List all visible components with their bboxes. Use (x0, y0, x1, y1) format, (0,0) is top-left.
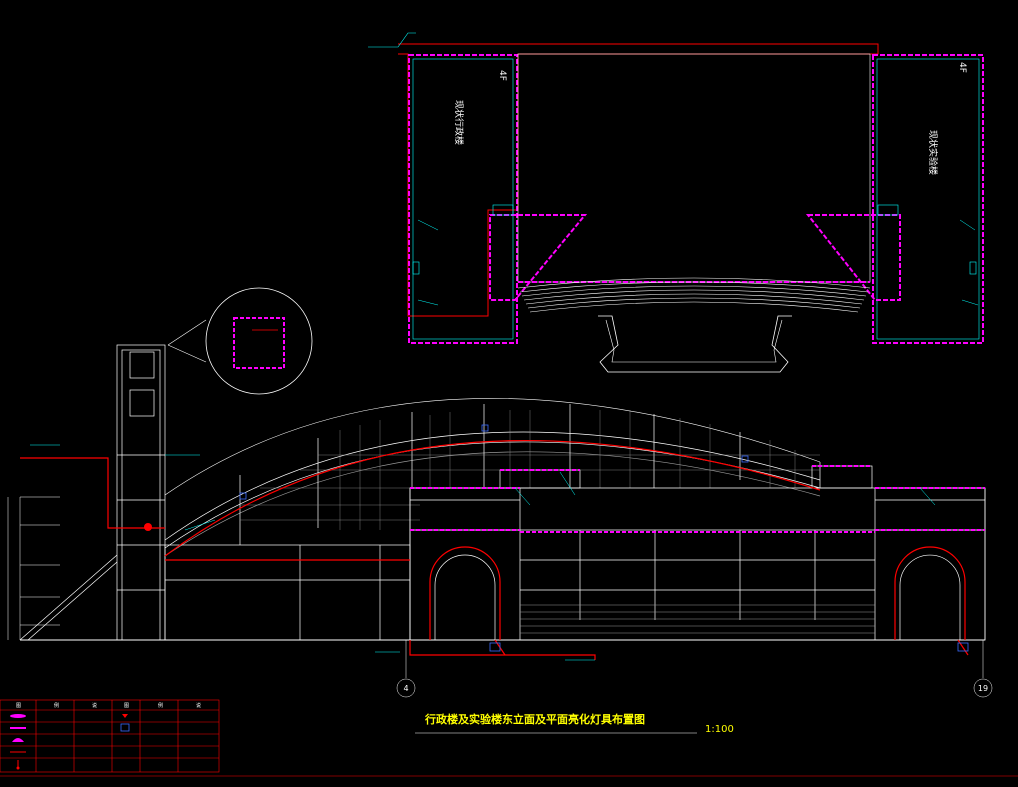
left-building-wall (408, 54, 518, 344)
red-lighting-lines (20, 439, 969, 660)
legend-header-6: 说 (196, 702, 201, 709)
drawing-scale: 1:100 (705, 724, 734, 735)
elevation (19, 344, 986, 641)
right-building-wall (872, 54, 984, 344)
plan-red-outline (398, 43, 879, 317)
legend-header-1: 图 (16, 703, 21, 709)
elevation-leaders (30, 444, 936, 661)
axis-lines (396, 640, 993, 698)
legend-table (0, 699, 1018, 777)
legend-symbols (10, 714, 130, 770)
level-marks (7, 496, 60, 640)
lighting-strips (410, 465, 985, 533)
axis-label-right: 19 (978, 684, 988, 693)
legend-header-3: 说 (92, 702, 97, 709)
detail-callout (167, 287, 313, 395)
plan-curved-steps (517, 277, 871, 313)
axis-label-left: 4 (403, 684, 408, 693)
plan-room-left: 现状行政楼 (453, 100, 465, 145)
right-stair-wedge (805, 214, 901, 301)
plan-entrance (598, 315, 792, 373)
left-stair-wedge (489, 214, 588, 301)
legend-header-2: 例 (54, 702, 59, 709)
plan-floor-left: 4F (497, 70, 507, 81)
plan-room-right: 现状实验楼 (927, 130, 939, 175)
drawing-title: 行政楼及实验楼东立面及平面亮化灯具布置图 (424, 712, 645, 726)
red-fixture-marker (144, 523, 152, 531)
plan-floor-right: 4F (957, 62, 967, 73)
legend-header-5: 例 (158, 702, 163, 709)
floor-plan (368, 32, 984, 373)
blue-fixture-markers (239, 424, 969, 652)
legend-header-4: 图 (124, 703, 129, 709)
